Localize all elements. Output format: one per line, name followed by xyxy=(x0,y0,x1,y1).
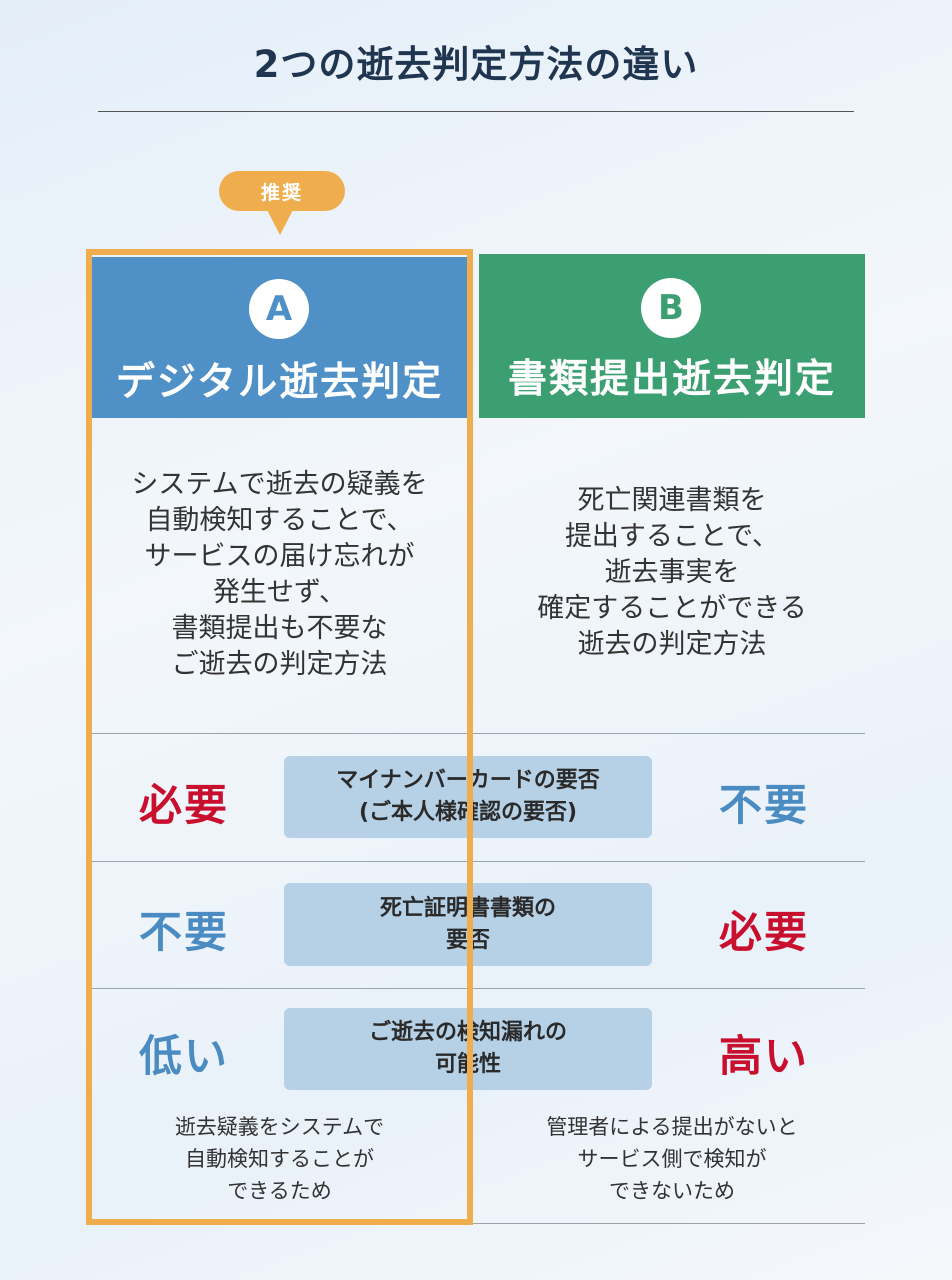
option-b-header: B 書類提出逝去判定 xyxy=(479,254,865,418)
option-b-description: 死亡関連書類を 提出することで、 逝去事実を 確定することができる 逝去の判定方… xyxy=(537,485,807,660)
row-divider xyxy=(92,988,865,989)
option-a-mynumber-value: 必要 xyxy=(139,781,229,831)
row-divider xyxy=(92,1223,865,1224)
comparison-label-missed-detection: ご逝去の検知漏れの 可能性 xyxy=(284,1008,652,1090)
option-a-title: デジタル逝去判定 xyxy=(115,360,444,405)
option-b-note: 管理者による提出がないと サービス側で検知が できないため xyxy=(546,1115,798,1203)
option-b-certificate-value: 必要 xyxy=(719,908,809,958)
recommend-badge: 推奨 xyxy=(219,171,345,211)
option-a-certificate-value: 不要 xyxy=(139,908,229,958)
page-title: 2つの逝去判定方法の違い xyxy=(253,43,699,86)
option-b-title: 書類提出逝去判定 xyxy=(507,357,836,402)
option-a-note: 逝去疑義をシステムで 自動検知することが できるため xyxy=(174,1115,385,1203)
option-b-letter-icon: B xyxy=(641,278,701,338)
option-b-missed-detection-value: 高い xyxy=(719,1032,809,1082)
row-divider xyxy=(92,733,865,734)
option-a-header: A デジタル逝去判定 xyxy=(92,257,467,418)
option-a-letter-icon: A xyxy=(249,279,309,339)
comparison-label-death-certificate: 死亡証明書書類の 要否 xyxy=(284,883,652,966)
recommend-badge-pointer xyxy=(267,210,293,235)
title-divider xyxy=(98,111,854,112)
comparison-label-mynumber: マイナンバーカードの要否 (ご本人様確認の要否) xyxy=(284,756,652,838)
option-a-missed-detection-value: 低い xyxy=(139,1032,229,1082)
option-b-mynumber-value: 不要 xyxy=(719,781,809,831)
row-divider xyxy=(92,861,865,862)
option-a-description: システムで逝去の疑義を 自動検知することで、 サービスの届け忘れが 発生せず、 … xyxy=(131,469,428,680)
